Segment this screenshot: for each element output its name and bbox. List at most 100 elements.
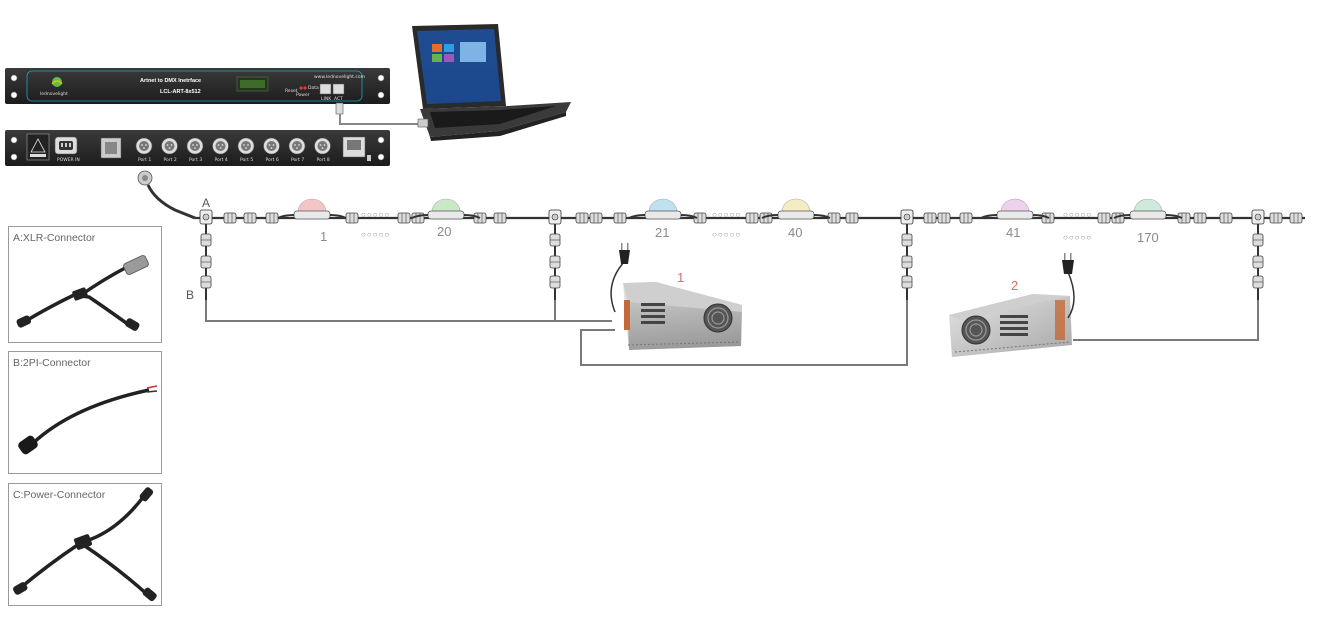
pixel-label-40: 40 xyxy=(788,225,802,240)
power-inlet-icon: POWER IN xyxy=(54,136,80,163)
continuation-dots-3: ○○○○○ xyxy=(1063,233,1092,242)
chain-plug xyxy=(845,212,859,224)
chain-plug xyxy=(1269,212,1283,224)
dmx-port-5: Port 5 xyxy=(237,137,255,163)
dmx-port-label: Port 3 xyxy=(189,157,202,163)
psu-1-label: 1 xyxy=(677,270,684,285)
pixel-label-41: 41 xyxy=(1006,225,1020,240)
dmx-output-ports: Port 1 Port 2 Port 3 Port 4 Port 5 Port 6 Port… xyxy=(135,137,331,163)
psu-2-label: 2 xyxy=(1011,278,1018,293)
dmx-port-label: Port 5 xyxy=(240,157,253,163)
legend-2pi-connector: B:2PI-Connector xyxy=(8,351,162,474)
dmx-port-8: Port 8 xyxy=(314,137,331,163)
fuse-icon xyxy=(100,137,122,159)
website-text: www.lednovelight.com xyxy=(314,74,365,80)
dmx-input-cable xyxy=(137,170,196,220)
power-in-label: POWER IN xyxy=(57,157,80,163)
chain-connectors xyxy=(223,212,1303,224)
chain-plug xyxy=(397,212,411,224)
act-label: ACT xyxy=(334,96,343,102)
pixel-node-170 xyxy=(1113,198,1183,220)
legend-xlr-title: A:XLR-Connector xyxy=(13,232,96,244)
power-plug-1-icon xyxy=(610,243,630,313)
data-label: Data xyxy=(308,85,319,91)
dmx-port-label: Port 1 xyxy=(138,157,151,163)
tee-connector xyxy=(900,209,914,300)
chain-plug xyxy=(1177,212,1191,224)
continuation-dots-1b: ○○○○○ xyxy=(361,210,390,219)
continuation-dots-3b: ○○○○○ xyxy=(1063,210,1092,219)
dmx-port-label: Port 7 xyxy=(291,157,304,163)
controller-front-panel: lednovelight Artnet to DMX Inetrface LCL… xyxy=(5,68,390,104)
ethernet-ports: LINK ACT xyxy=(319,83,345,102)
tee-connector xyxy=(548,209,562,300)
chain-plug xyxy=(745,212,759,224)
laptop xyxy=(412,24,571,141)
tee-connector xyxy=(1251,209,1265,300)
pixel-node-1 xyxy=(277,198,347,220)
connector-b-label: B xyxy=(186,288,194,302)
pixel-nodes xyxy=(277,198,1183,220)
power-connector-image xyxy=(13,487,157,602)
power-supply-2: 2 xyxy=(949,278,1072,357)
brand-logo: lednovelight xyxy=(40,77,68,97)
chain-plug xyxy=(493,212,507,224)
tee-connectors xyxy=(199,209,1265,300)
legend-2pi-title: B:2PI-Connector xyxy=(13,357,91,369)
connector-a-label: A xyxy=(202,196,210,210)
chain-plug xyxy=(575,212,589,224)
continuation-dots-1: ○○○○○ xyxy=(361,230,390,239)
pixel-node-21 xyxy=(628,198,698,220)
link-label: LINK xyxy=(321,96,332,102)
continuation-dots-2: ○○○○○ xyxy=(712,230,741,239)
power-label: Power xyxy=(296,92,310,98)
chain-plug xyxy=(959,212,973,224)
legend-power-connector: C:Power-Connector xyxy=(8,483,162,606)
xlr-connector-image xyxy=(16,255,149,331)
cert-label-icon xyxy=(342,136,371,161)
pixel-label-21: 21 xyxy=(655,225,669,240)
dmx-port-3: Port 3 xyxy=(186,137,204,163)
ethernet-cable xyxy=(335,102,429,128)
warning-label-icon xyxy=(26,133,50,161)
power-plug-2-icon xyxy=(1062,253,1075,319)
chain-plug xyxy=(1097,212,1111,224)
dmx-port-6: Port 6 xyxy=(263,137,280,163)
dmx-port-label: Port 2 xyxy=(164,157,177,163)
pixel-label-1: 1 xyxy=(320,229,327,244)
dmx-port-label: Port 4 xyxy=(215,157,228,163)
legend-power-title: C:Power-Connector xyxy=(13,489,106,501)
dmx-port-label: Port 6 xyxy=(266,157,279,163)
controller-title: Artnet to DMX Inetrface xyxy=(140,78,201,84)
dmx-port-1: Port 1 xyxy=(135,137,153,163)
dmx-port-label: Port 8 xyxy=(317,157,330,163)
chain-plug xyxy=(693,212,707,224)
pixel-label-170: 170 xyxy=(1137,230,1159,245)
legend-xlr-connector: A:XLR-Connector xyxy=(8,226,162,343)
pixel-node-40 xyxy=(761,198,831,220)
chain-plug xyxy=(923,212,937,224)
pixel-label-20: 20 xyxy=(437,224,451,239)
power-supply-1: 1 xyxy=(623,270,742,350)
pixel-node-41 xyxy=(980,198,1050,220)
dmx-port-7: Port 7 xyxy=(288,137,306,163)
chain-plug xyxy=(223,212,237,224)
chain-plug xyxy=(759,212,773,224)
chain-plug xyxy=(1219,212,1233,224)
chain-plug xyxy=(1193,212,1207,224)
reset-label: Reset xyxy=(285,88,298,94)
chain-plug xyxy=(265,212,279,224)
chain-plug xyxy=(613,212,627,224)
chain-plug xyxy=(589,212,603,224)
2pi-connector-image xyxy=(18,385,158,455)
tee-connector xyxy=(199,209,213,300)
dmx-port-2: Port 2 xyxy=(161,137,178,163)
controller-model: LCL-ART-8x512 xyxy=(160,89,201,95)
pixel-node-20 xyxy=(411,198,481,220)
chain-plug xyxy=(1289,212,1303,224)
chain-plug xyxy=(1111,212,1125,224)
power-wires xyxy=(205,297,1259,366)
power-led xyxy=(299,86,303,90)
